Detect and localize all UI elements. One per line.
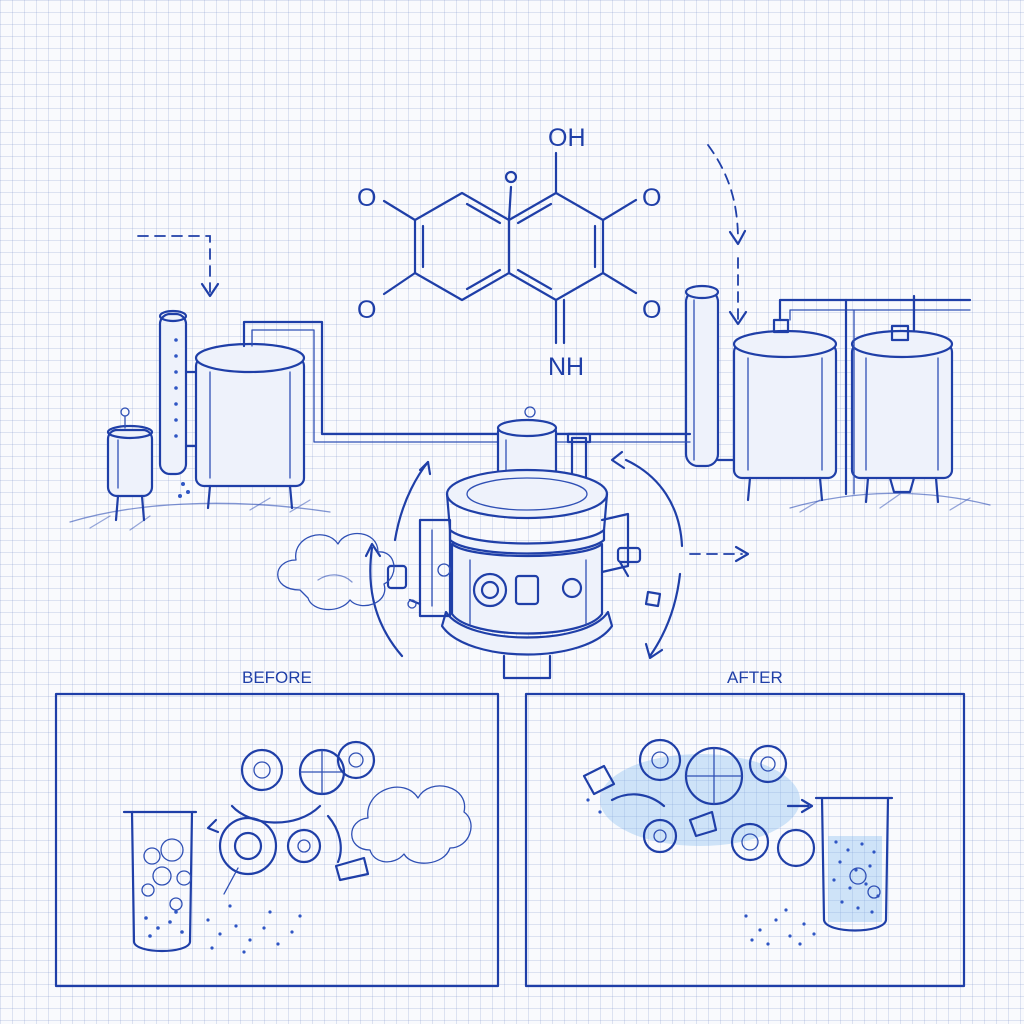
left-process-equipment	[69, 309, 500, 531]
pipe-left-to-reactor	[242, 320, 500, 436]
molecule-bonds	[382, 151, 638, 345]
after-frame	[524, 692, 966, 988]
small-pump-vessel	[106, 407, 154, 522]
before-frame	[54, 692, 500, 988]
before-beaker	[122, 810, 198, 952]
before-gear-cluster	[206, 740, 376, 895]
molecule-structure: OH NH O O O O	[357, 124, 661, 381]
steam-cloud	[277, 532, 395, 611]
right-storage-tank-2	[850, 324, 954, 504]
nh-label: NH	[548, 353, 584, 381]
o-label-left-bottom: O	[357, 296, 376, 324]
after-gear-cluster	[582, 738, 816, 868]
after-particles	[586, 798, 816, 946]
left-distillation-column	[158, 309, 202, 476]
arrowhead-right-top	[728, 229, 747, 246]
o-label-right-top: O	[642, 184, 661, 212]
arrowhead-outlet	[734, 545, 750, 563]
after-label: AFTER	[727, 668, 783, 687]
right-distillation-column	[684, 284, 750, 472]
after-panel: AFTER	[524, 668, 966, 988]
right-process-equipment	[553, 284, 991, 513]
overhead-pipe	[778, 298, 972, 322]
central-reactor	[364, 406, 684, 680]
arrowhead-left-inlet	[200, 282, 220, 298]
before-label: BEFORE	[242, 668, 312, 687]
before-cloud	[351, 785, 472, 864]
o-label-left-top: O	[357, 184, 376, 212]
flow-arrows	[137, 144, 750, 563]
before-panel: BEFORE	[54, 668, 500, 988]
left-storage-tank	[178, 342, 306, 510]
oh-label: OH	[548, 124, 586, 152]
after-beaker	[814, 796, 894, 932]
right-storage-tank-1	[732, 318, 838, 502]
arrowhead-right-column	[728, 310, 748, 326]
before-particles	[206, 904, 302, 954]
o-label-right-bottom: O	[642, 296, 661, 324]
